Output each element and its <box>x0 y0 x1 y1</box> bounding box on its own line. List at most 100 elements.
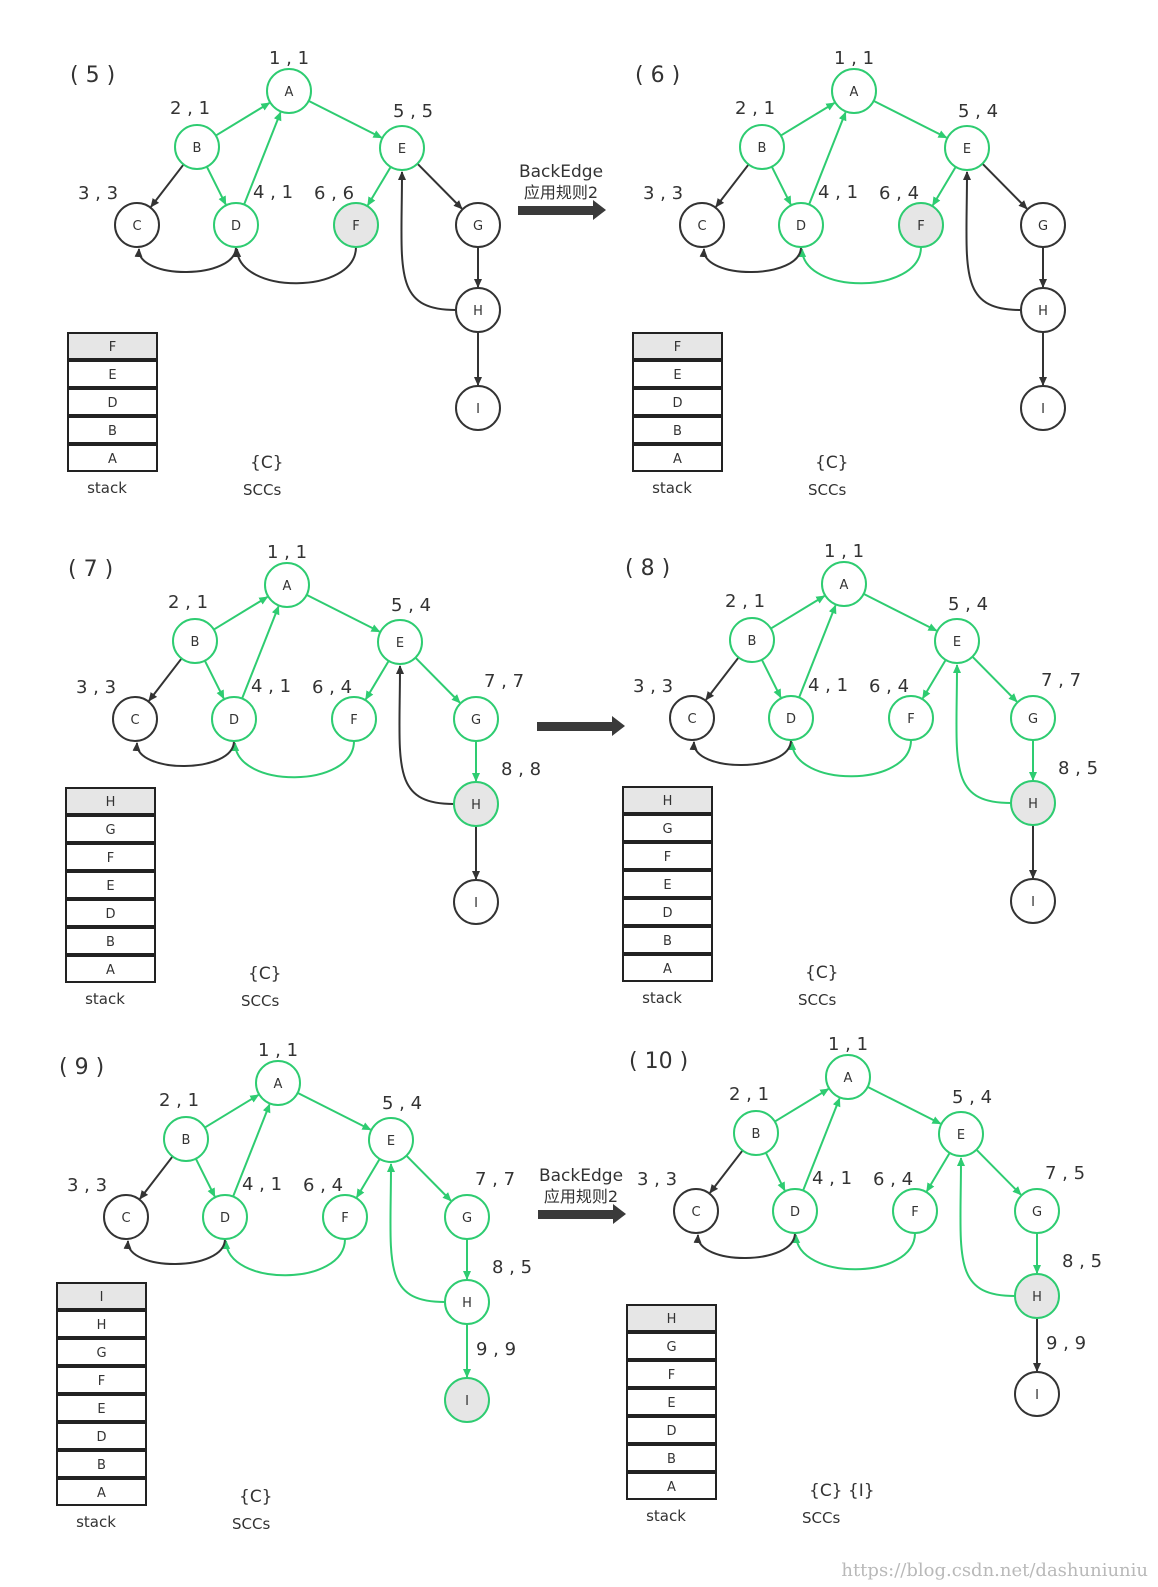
node-B <box>739 124 785 170</box>
edge-D-A <box>241 605 280 699</box>
index-label-E: 5 , 4 <box>958 101 998 122</box>
node-G <box>453 696 499 742</box>
node-B <box>729 617 775 663</box>
index-label-H: 8 , 5 <box>1062 1251 1102 1272</box>
node-label-I: I <box>1041 402 1045 417</box>
stack-cell <box>56 1282 147 1310</box>
node-C <box>679 202 725 248</box>
index-label-E: 5 , 4 <box>952 1087 992 1108</box>
stack-cell <box>67 360 158 388</box>
stack-item: I <box>100 1290 104 1305</box>
index-label-G: 7 , 7 <box>484 671 524 692</box>
node-D <box>778 202 824 248</box>
arrow-label-line2: 应用规则2 <box>544 1187 618 1206</box>
node-label-A: A <box>285 85 294 100</box>
node-label-I: I <box>1035 1388 1039 1403</box>
node-label-G: G <box>462 1211 472 1226</box>
stack-item: H <box>667 1312 677 1327</box>
index-label-C: 3 , 3 <box>78 183 118 204</box>
index-label-I: 9 , 9 <box>476 1339 516 1360</box>
stack-item: F <box>107 851 114 866</box>
edge-F-D <box>798 246 922 285</box>
edge-B-A <box>204 1094 260 1129</box>
stack-cell <box>67 332 158 360</box>
edge-D-A <box>232 1103 271 1197</box>
node-label-F: F <box>341 1211 348 1226</box>
node-E <box>379 125 425 171</box>
edge-F-D <box>233 246 357 285</box>
node-label-I: I <box>465 1394 469 1409</box>
stack-cell <box>626 1388 717 1416</box>
stack-cell <box>622 954 713 982</box>
node-G <box>444 1194 490 1240</box>
node-label-C: C <box>687 712 696 727</box>
index-label-B: 2 , 1 <box>159 1090 199 1111</box>
node-H <box>453 781 499 827</box>
sccs-label: SCCs <box>243 481 281 499</box>
edge-F-D <box>231 740 355 779</box>
stack-cell <box>632 360 723 388</box>
node-label-B: B <box>748 634 757 649</box>
node-label-G: G <box>471 713 481 728</box>
stack-cell <box>56 1450 147 1478</box>
panel-label: ( 7 ) <box>68 557 113 582</box>
node-H <box>455 287 501 333</box>
stack-cell <box>56 1478 147 1506</box>
node-B <box>733 1110 779 1156</box>
stack-cell <box>56 1366 147 1394</box>
panel-label: ( 8 ) <box>625 556 670 581</box>
index-label-C: 3 , 3 <box>633 676 673 697</box>
node-label-B: B <box>191 635 200 650</box>
stack-item: E <box>667 1396 675 1411</box>
node-label-B: B <box>182 1133 191 1148</box>
index-label-A: 1 , 1 <box>828 1034 868 1055</box>
stack-item: D <box>107 396 117 411</box>
edge-E-F <box>355 1158 381 1199</box>
edge-A-E <box>863 593 938 632</box>
node-H <box>1014 1273 1060 1319</box>
node-H <box>1020 287 1066 333</box>
stack-cell <box>622 814 713 842</box>
node-C <box>112 696 158 742</box>
index-label-A: 1 , 1 <box>258 1040 298 1061</box>
edge-B-A <box>215 102 271 137</box>
stack-item: D <box>662 906 672 921</box>
sccs-label: SCCs <box>798 991 836 1009</box>
node-label-A: A <box>283 579 292 594</box>
edge-E-G <box>414 656 461 704</box>
stack-cell <box>65 787 156 815</box>
edge-B-A <box>774 1088 830 1123</box>
stack-cell <box>65 899 156 927</box>
sccs-label: SCCs <box>808 481 846 499</box>
stack-item: H <box>97 1318 107 1333</box>
panel-label: ( 9 ) <box>59 1055 104 1080</box>
panel-label: ( 10 ) <box>629 1049 688 1074</box>
stack-label: stack <box>652 479 692 497</box>
node-label-H: H <box>473 304 483 319</box>
node-A <box>266 68 312 114</box>
stack-item: A <box>108 452 117 467</box>
node-F <box>898 202 944 248</box>
node-label-B: B <box>758 141 767 156</box>
edge-B-C <box>139 1155 174 1200</box>
node-label-E: E <box>963 142 971 157</box>
stack-cell <box>632 416 723 444</box>
node-label-D: D <box>220 1211 230 1226</box>
stack-cell <box>67 444 158 472</box>
stack-cell <box>56 1338 147 1366</box>
node-label-H: H <box>1028 797 1038 812</box>
node-H <box>444 1279 490 1325</box>
index-label-G: 7 , 7 <box>1041 670 1081 691</box>
node-label-F: F <box>917 219 924 234</box>
stack-item: D <box>672 396 682 411</box>
edge-A-E <box>306 594 381 633</box>
stack-label: stack <box>76 1513 116 1531</box>
stack-item: F <box>674 340 681 355</box>
edge-H-E <box>397 171 457 311</box>
node-label-E: E <box>957 1128 965 1143</box>
index-label-H: 8 , 5 <box>1058 758 1098 779</box>
node-B <box>163 1116 209 1162</box>
node-I <box>455 385 501 431</box>
